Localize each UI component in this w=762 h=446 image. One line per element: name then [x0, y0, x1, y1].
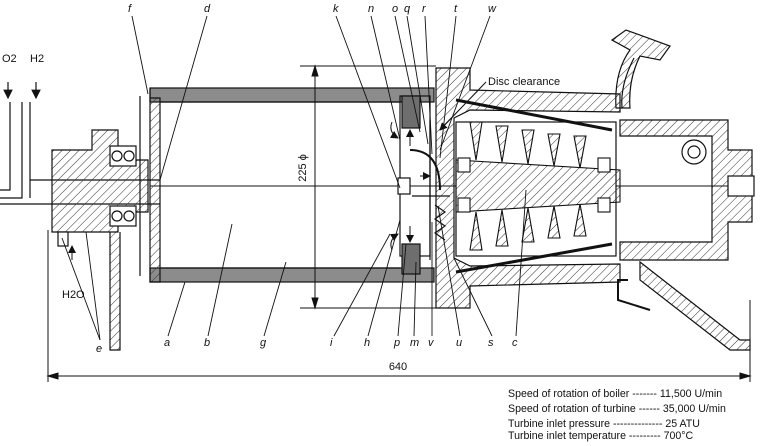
label-c: c	[512, 337, 518, 349]
label-s: s	[488, 337, 494, 349]
label-p: p	[393, 337, 400, 349]
spec-boiler-speed: Speed of rotation of boiler ------- 11,5…	[508, 388, 723, 400]
label-g: g	[260, 337, 267, 349]
top-labels: f d k n o q r t w	[128, 3, 497, 15]
flow-arrows	[389, 121, 431, 251]
label-o: o	[392, 3, 398, 15]
label-e: e	[96, 343, 102, 355]
label-q: q	[404, 3, 411, 15]
label-a: a	[164, 337, 170, 349]
boiler-drum	[139, 87, 435, 283]
label-m: m	[410, 337, 419, 349]
spec-inlet-temperature: Turbine inlet temperature --------- 700°…	[508, 430, 694, 442]
turbine-rotor	[455, 98, 621, 274]
label-r: r	[422, 3, 427, 15]
label-d: d	[204, 3, 211, 15]
spec-inlet-pressure: Turbine inlet pressure -------------- 25…	[508, 418, 700, 430]
label-b: b	[204, 337, 210, 349]
label-u: u	[456, 337, 462, 349]
top-leader-lines	[131, 15, 491, 189]
left-bearing-housing	[51, 129, 149, 351]
right-bearing-housing	[617, 119, 755, 351]
disc-clearance-arrow	[439, 81, 487, 131]
label-k: k	[333, 3, 339, 15]
label-n: n	[368, 3, 374, 15]
bottom-labels: e a b g i h p m v u s c	[96, 337, 518, 355]
label-h: h	[364, 337, 370, 349]
hydrogen-label: H2	[30, 53, 44, 65]
diameter-dimension	[300, 64, 436, 310]
label-i: i	[330, 337, 333, 349]
label-v: v	[428, 337, 435, 349]
label-t: t	[454, 3, 458, 15]
label-f: f	[128, 3, 132, 15]
diameter-label: 225 ϕ	[297, 154, 309, 182]
water-label: H2O	[62, 289, 85, 301]
length-label: 640	[389, 361, 407, 373]
length-dimension	[46, 230, 752, 382]
oxygen-label: O2	[2, 53, 17, 65]
exhaust-elbow	[610, 29, 671, 109]
disc-clearance-label: Disc clearance	[488, 76, 560, 88]
spec-turbine-speed: Speed of rotation of turbine ------ 35,0…	[508, 403, 726, 415]
label-w: w	[488, 3, 497, 15]
